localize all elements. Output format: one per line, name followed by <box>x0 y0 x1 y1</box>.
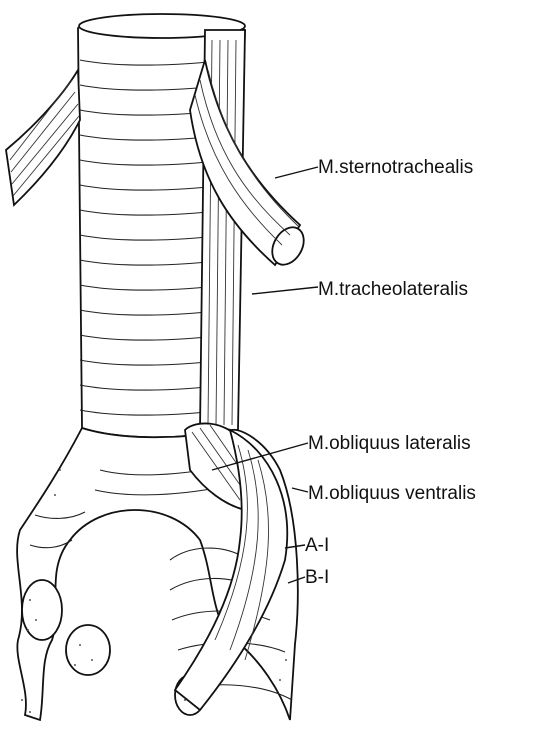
leader-tracheolateralis <box>252 287 318 294</box>
left-sternotrachealis-stub <box>6 70 80 205</box>
label-obliquus-ventralis: M.obliquus ventralis <box>308 483 476 504</box>
label-obliquus-lateralis: M.obliquus lateralis <box>308 433 471 454</box>
leader-obliquus-ventralis <box>292 488 308 492</box>
label-b1: B-I <box>305 567 329 588</box>
label-sternotrachealis: M.sternotrachealis <box>318 157 473 178</box>
label-a1: A-I <box>305 535 329 556</box>
leader-sternotrachealis <box>275 167 318 178</box>
label-tracheolateralis: M.tracheolateralis <box>318 279 468 300</box>
